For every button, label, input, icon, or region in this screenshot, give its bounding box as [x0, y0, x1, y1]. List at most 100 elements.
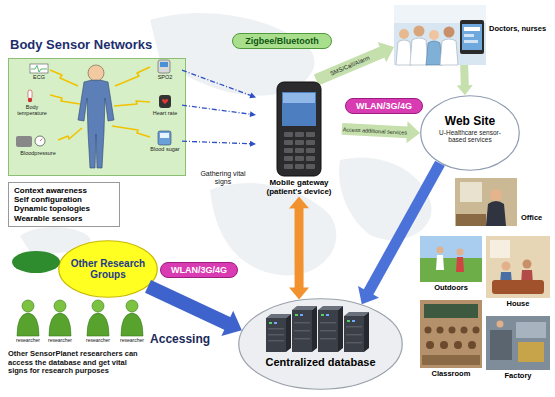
doctors-photo [464, 40, 478, 43]
house-photo [492, 280, 544, 294]
sensor-label: Blood sugar [148, 130, 182, 152]
arrow-head [249, 93, 256, 99]
sensor-label-text: SPO2 [148, 74, 182, 80]
factory-photo [497, 321, 504, 328]
server-rack [292, 310, 312, 352]
sensor-icon [160, 133, 169, 138]
mobile-gateway: Mobile gateway (patient's device) [256, 80, 342, 196]
classroom-photo [420, 300, 482, 368]
arrow-head [457, 85, 473, 95]
server-rack [321, 314, 324, 316]
location-photo: Outdoors [420, 236, 482, 293]
feature-box: Context awarenessSelf configurationDynam… [8, 182, 120, 227]
server-rack [268, 340, 284, 342]
server-rack [344, 316, 364, 352]
researcher-figure [121, 313, 143, 336]
doctors-photo [399, 29, 409, 39]
mobile-phone [277, 82, 321, 176]
server-rack [274, 314, 355, 324]
edge-label: Access additional services [342, 126, 409, 136]
database-ellipse-outline [238, 298, 403, 390]
sensor-label-text: Bloodpressure [12, 150, 64, 156]
sensor-label: SPO2 [148, 60, 182, 80]
sensor-label: Heart rate [148, 94, 182, 116]
classroom-photo [473, 327, 480, 334]
classroom-photo [440, 341, 448, 349]
edge-label: Accessing [149, 334, 211, 347]
annotation: Gathering vital signs [196, 170, 250, 186]
mobile-phone [284, 156, 293, 161]
sensor-label-text: Blood sugar [148, 146, 182, 152]
mobile-phone [284, 132, 315, 169]
research-group-ellipse-shape [59, 241, 158, 298]
factory-photo [516, 322, 546, 338]
office-photo [460, 182, 482, 202]
sensor-icon [35, 136, 45, 146]
arrow-head [378, 42, 394, 62]
sensor-icon [162, 99, 168, 104]
doctors-photo [394, 5, 486, 65]
classroom-photo [468, 341, 476, 349]
doctors-photo [394, 5, 486, 65]
server-rack [300, 314, 303, 316]
mobile-phone [306, 164, 315, 169]
patient-figure [88, 65, 104, 81]
mobile-phone [295, 164, 304, 169]
researcher-figure [54, 300, 66, 312]
classroom-photo [420, 300, 482, 368]
mobile-phone [277, 82, 321, 176]
continent-shape [210, 183, 336, 275]
office-photo [490, 189, 502, 201]
sensor-label: Bloodpressure [12, 134, 64, 156]
doctors-photo [396, 40, 412, 65]
protocol-pill-shape [233, 34, 332, 49]
sensor-label-text: ECG [26, 74, 52, 80]
connector-line [182, 105, 251, 114]
doctors-photo [410, 38, 428, 65]
mobile-phone [295, 140, 304, 145]
classroom-photo [426, 341, 434, 349]
network-pill-shape [161, 263, 238, 278]
annotation-holder: Gathering vital signs [196, 170, 250, 186]
research-group-ellipse-text: Other Research Groups [68, 258, 148, 281]
server-rack [320, 330, 336, 332]
sensor-label-text: Body temperature [12, 104, 52, 117]
sensor-icon [40, 139, 43, 142]
mobile-phone [284, 148, 293, 153]
web-site-ellipse-text: Web Site [434, 115, 506, 129]
office-photo [455, 178, 517, 226]
server-rack [320, 338, 336, 340]
mobile-phone [295, 156, 304, 161]
edge-label-holder: Accessing [149, 334, 211, 347]
mobile-phone [306, 140, 315, 145]
mobile-phone [284, 132, 293, 137]
location-photo-text: Office [521, 214, 551, 223]
researcher-figure [49, 313, 71, 336]
mobile-gateway-text: Mobile gateway (patient's device) [256, 178, 342, 196]
sensor-icon [16, 136, 32, 147]
feature-box-shape [9, 183, 120, 227]
research-group-ellipse: Other Research Groups [58, 240, 158, 298]
connector [358, 163, 440, 304]
network-pill-shape [346, 99, 423, 114]
sensor-icon [28, 90, 32, 99]
connector [457, 65, 473, 95]
mobile-phone [306, 156, 315, 161]
house-photo [523, 260, 532, 269]
outdoors-photo [457, 249, 464, 256]
doctors-photo [464, 34, 474, 37]
researcher-figure [92, 300, 104, 312]
mobile-phone [284, 164, 293, 169]
outdoors-photo [420, 258, 482, 282]
location-photo-text: Classroom [420, 370, 482, 379]
researcher-figure [87, 313, 109, 336]
house-photo [502, 262, 511, 271]
connector-line [295, 207, 304, 288]
sensor-label: ECG [26, 64, 52, 80]
sensor-network-panel-shape [9, 59, 186, 176]
connector [182, 141, 256, 147]
server-rack [346, 342, 362, 344]
feature-box-text: Dynamic topologies [14, 204, 114, 213]
classroom-photo [422, 355, 480, 365]
